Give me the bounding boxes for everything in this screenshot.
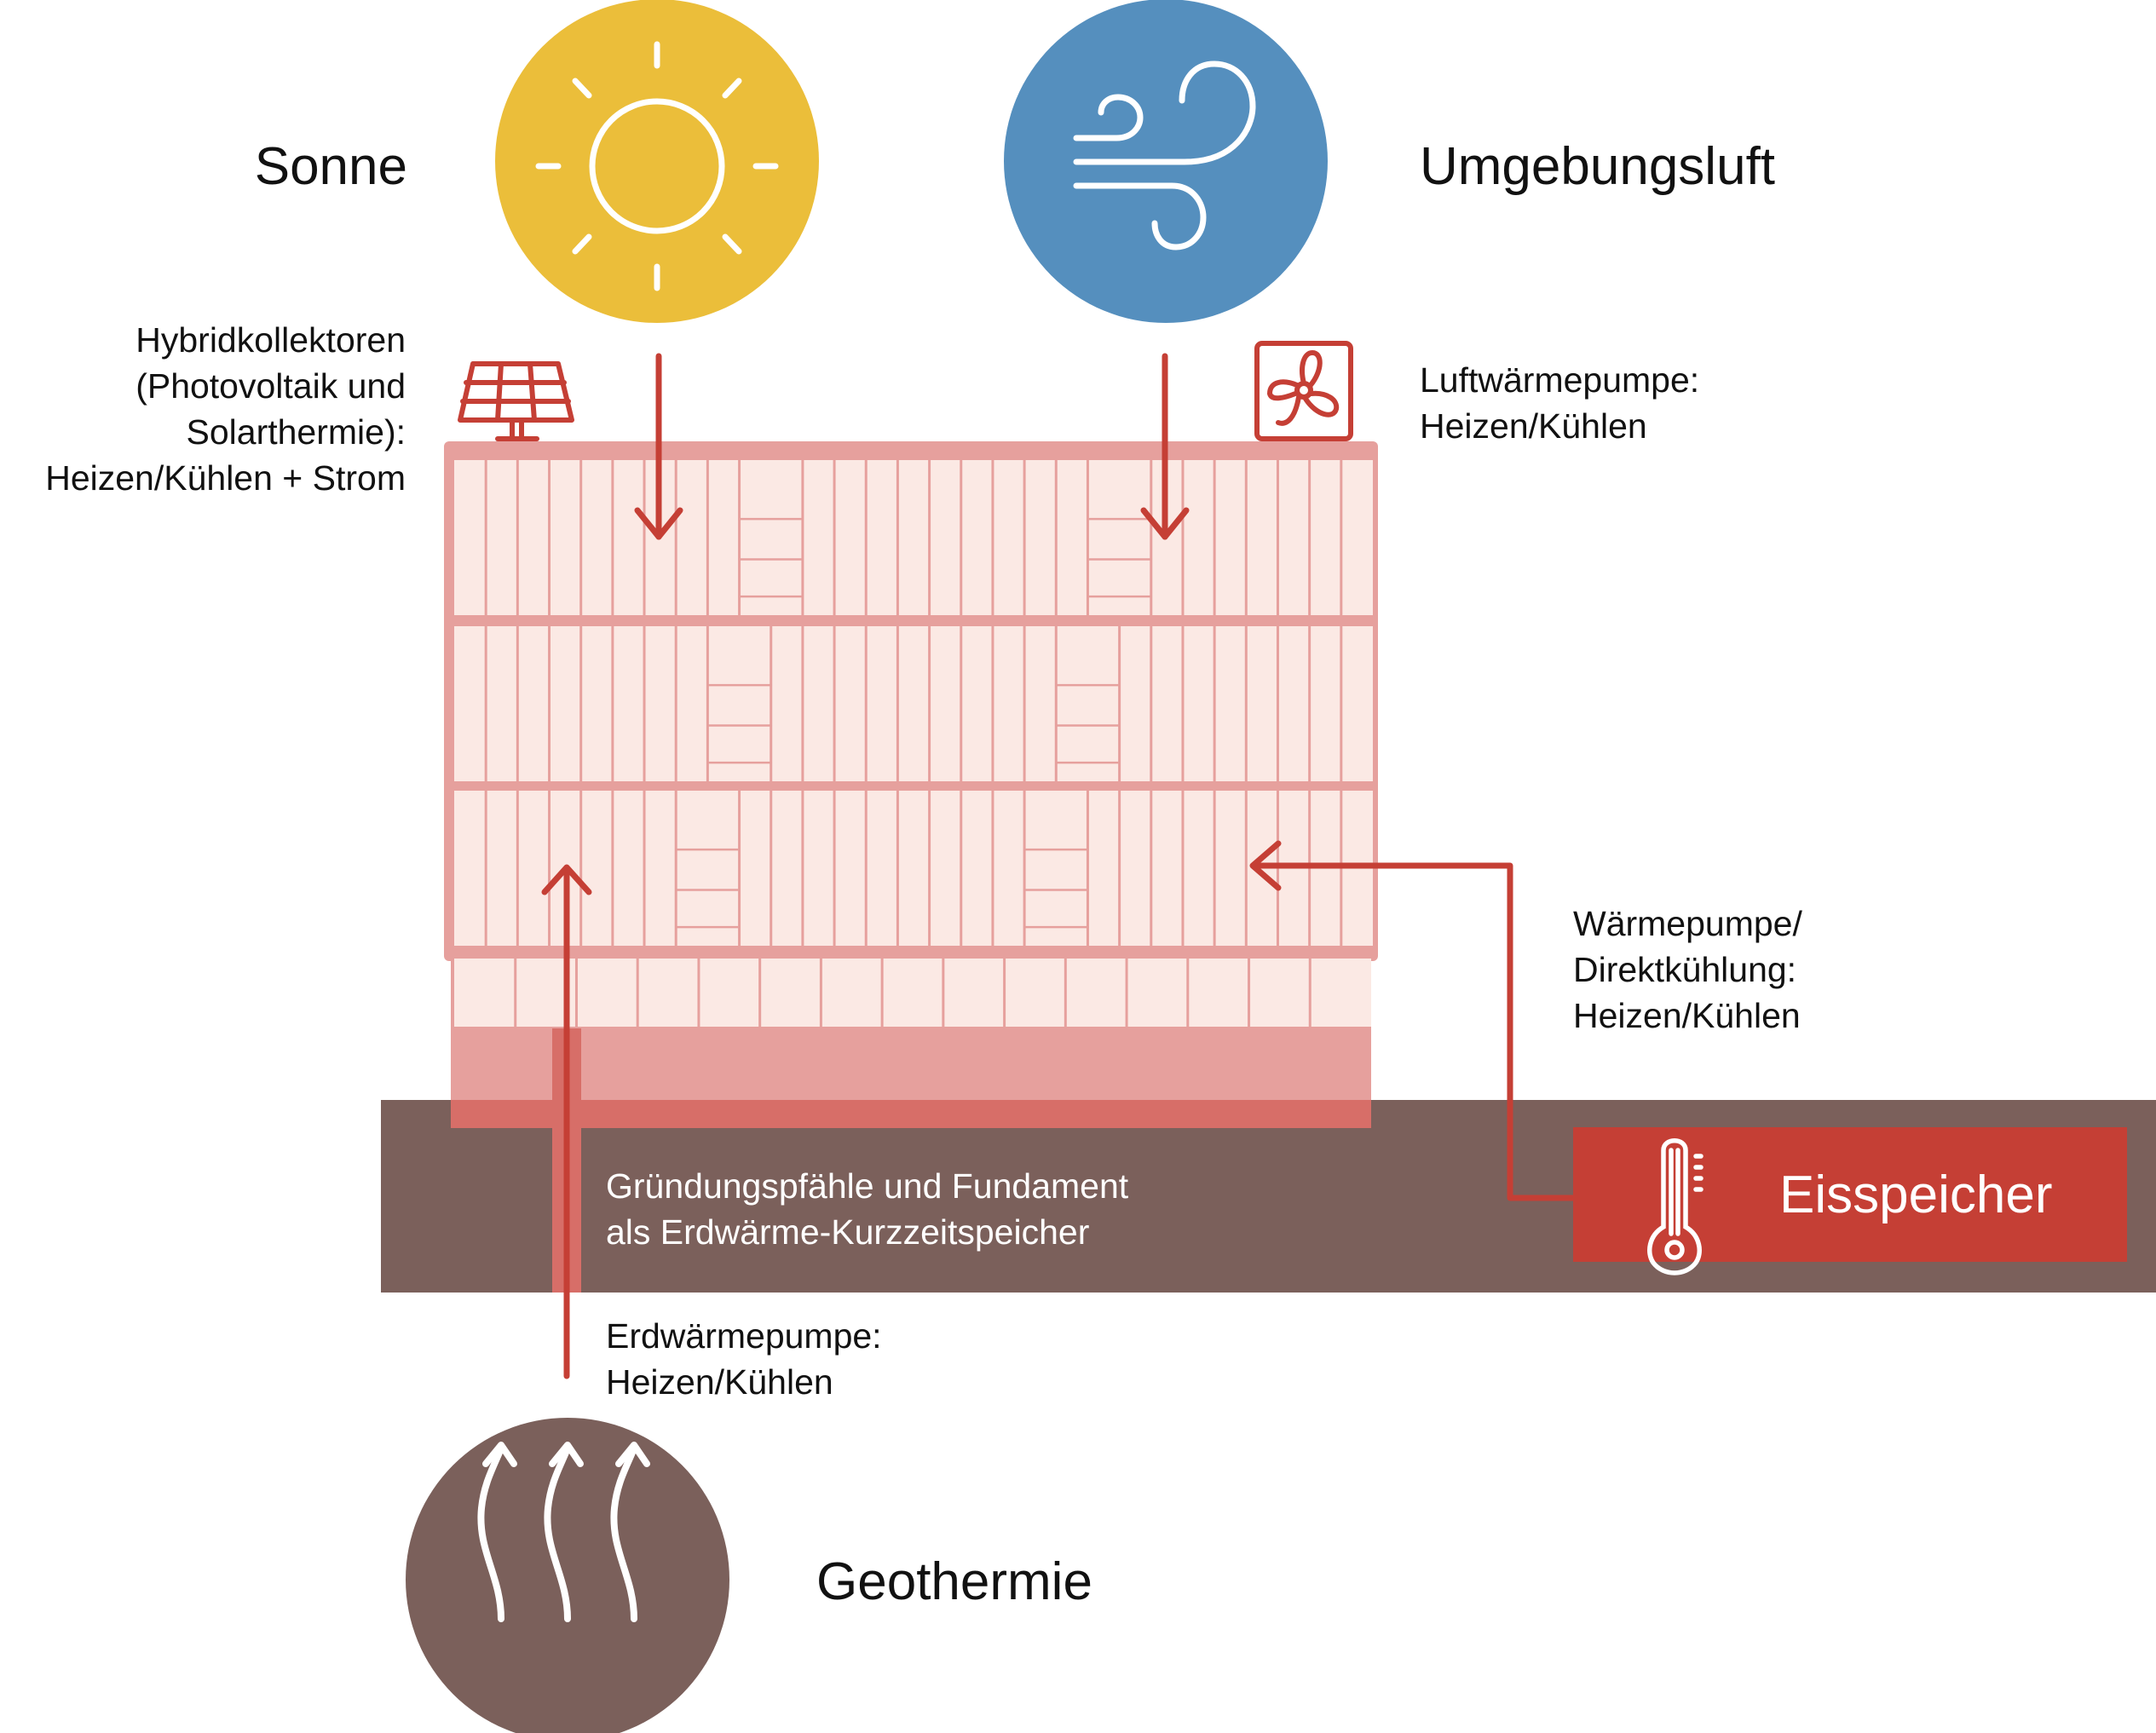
thermometer-icon [1647, 1138, 1703, 1275]
floor-glazing [454, 460, 1373, 615]
solar-panel-icon [458, 361, 574, 441]
air-pump-line-2: Heizen/Kühlen [1420, 406, 1647, 446]
arrow-icestorage-to-building [1249, 840, 1577, 1201]
ice-storage-label: Eisspeicher [1779, 1166, 2053, 1224]
foundation-label: Gründungspfähle und Fundament als Erdwär… [606, 1163, 1128, 1255]
arrow-sun-to-building [634, 353, 683, 540]
ice-pump-line-1: Wärmepumpe/ [1573, 904, 1802, 943]
geo-label: Geothermie [816, 1552, 1092, 1611]
geo-pump-line-2: Heizen/Kühlen [606, 1362, 833, 1402]
sun-icon [535, 41, 779, 291]
air-source [1004, 0, 1328, 323]
hybrid-line-2: (Photovoltaik und [135, 366, 406, 406]
floor-glazing [454, 626, 1373, 781]
geo-circle [406, 1418, 729, 1733]
foundation-line-2: als Erdwärme-Kurzzeitspeicher [606, 1212, 1090, 1252]
wind-icon [1073, 60, 1256, 250]
geo-pump-line-1: Erdwärmepumpe: [606, 1316, 882, 1356]
flow-arrows [541, 353, 1577, 1379]
hybrid-line-3: Solarthermie): [186, 412, 406, 452]
geo-source [406, 1418, 729, 1733]
ice-heatpump-label: Wärmepumpe/ Direktkühlung: Heizen/Kühlen [1573, 901, 1802, 1039]
building [444, 441, 1378, 1128]
rising-heat-arrows-icon [477, 1442, 650, 1622]
foundation-line-1: Gründungspfähle und Fundament [606, 1166, 1129, 1206]
hybrid-collector-label: Hybridkollektoren (Photovoltaik und Sola… [0, 317, 406, 501]
air-pump-line-1: Luftwärmepumpe: [1420, 360, 1700, 400]
arrow-geo-to-building [541, 864, 592, 1379]
hybrid-line-1: Hybridkollektoren [135, 320, 406, 360]
building-foundation-slab [451, 1100, 1371, 1128]
ground-floor-glazing [454, 959, 1371, 1027]
building-plinth [451, 1027, 1371, 1100]
air-heatpump-label: Luftwärmepumpe: Heizen/Kühlen [1420, 357, 1699, 449]
ice-pump-line-2: Direktkühlung: [1573, 950, 1797, 989]
fan-icon [1254, 341, 1353, 441]
floor-glazing [454, 791, 1373, 946]
hybrid-line-4: Heizen/Kühlen + Strom [45, 458, 406, 498]
ice-pump-line-3: Heizen/Kühlen [1573, 996, 1801, 1035]
geo-heatpump-label: Erdwärmepumpe: Heizen/Kühlen [606, 1313, 882, 1405]
sun-label: Sonne [254, 137, 407, 196]
sun-source [495, 0, 819, 323]
arrow-air-to-building [1140, 353, 1190, 540]
air-label: Umgebungsluft [1420, 137, 1776, 196]
